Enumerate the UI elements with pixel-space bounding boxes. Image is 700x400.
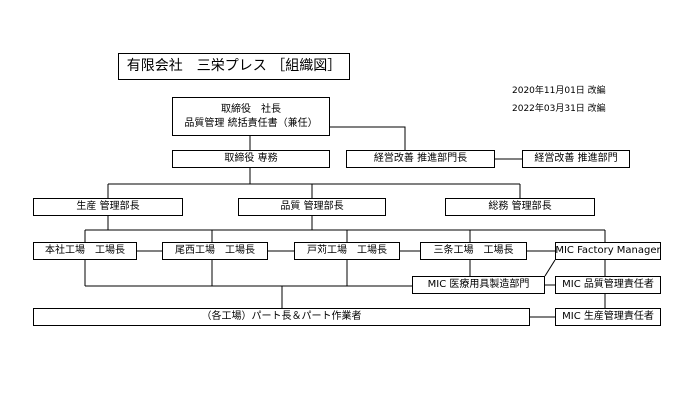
box-senmu: 取締役 専務 (172, 150, 330, 168)
box-president-line2: 品質管理 統括責任書（兼任） (184, 117, 318, 129)
box-mic-factory-manager: MIC Factory Manager (555, 242, 661, 260)
revision-date-2: 2022年03月31日 改編 (512, 104, 606, 114)
chart-title: 有限会社 三栄プレス ［組織図］ (118, 53, 350, 80)
box-somu-manager: 総務 管理部長 (445, 198, 595, 216)
box-mic-iryo: MIC 医療用具製造部門 (412, 276, 545, 294)
revision-date-1: 2020年11月01日 改編 (512, 86, 606, 96)
box-sanjo-factory: 三条工場 工場長 (420, 242, 527, 260)
box-president: 取締役 社長 品質管理 統括責任書（兼任） (172, 97, 330, 136)
box-mic-hinshitsu: MIC 品質管理責任者 (555, 276, 661, 294)
box-todo-factory: 戸苅工場 工場長 (294, 242, 400, 260)
box-honsha-factory: 本社工場 工場長 (33, 242, 137, 260)
box-president-line1: 取締役 社長 (221, 104, 281, 115)
box-keiei-dept: 経営改善 推進部門 (522, 150, 630, 168)
box-hinshitsu-manager: 品質 管理部長 (238, 198, 386, 216)
box-mic-seisan: MIC 生産管理責任者 (555, 308, 661, 326)
box-keiei-head: 経営改善 推進部門長 (346, 150, 495, 168)
box-biwa-factory: 尾西工場 工場長 (162, 242, 268, 260)
box-part-workers: （各工場）パート長＆パート作業者 (33, 308, 530, 326)
box-seisan-manager: 生産 管理部長 (33, 198, 183, 216)
